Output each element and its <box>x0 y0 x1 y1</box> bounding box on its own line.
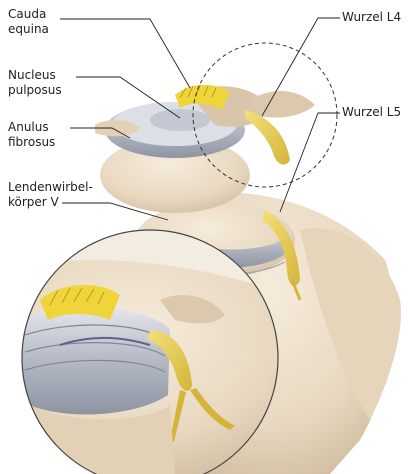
leader-cauda-equina <box>60 19 190 88</box>
label-anulus-fibrosus: Anulus fibrosus <box>8 120 55 150</box>
label-nucleus-pulposus: Nucleus pulposus <box>8 68 62 98</box>
leader-wurzel-l5 <box>280 113 340 212</box>
label-wurzel-l4: Wurzel L4 <box>342 10 401 25</box>
label-cauda-equina: Cauda equina <box>8 7 49 37</box>
label-lendenwirbelkoerper: Lendenwirbel- körper V <box>8 180 93 210</box>
label-wurzel-l5: Wurzel L5 <box>342 105 401 120</box>
